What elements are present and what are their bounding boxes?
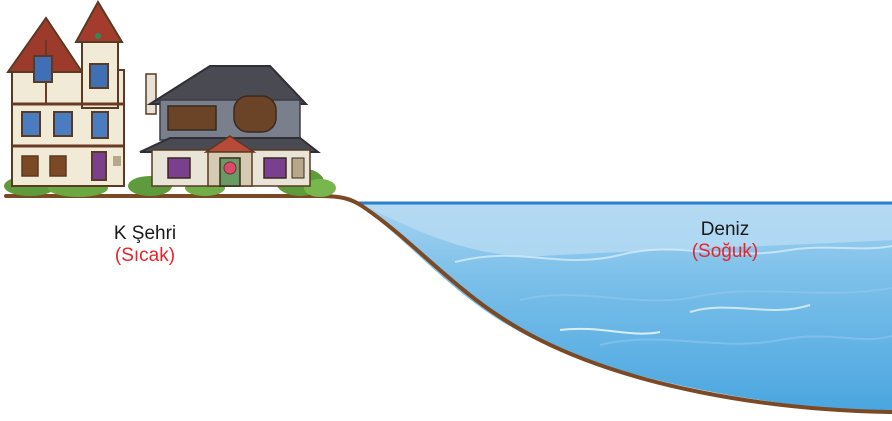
sea-name: Deniz: [640, 219, 810, 241]
wide-house: [140, 66, 318, 186]
tall-house: [8, 2, 124, 186]
sea-label: Deniz (Soğuk): [640, 219, 810, 263]
city-label: K Şehri (Sıcak): [60, 223, 230, 267]
city-name: K Şehri: [60, 223, 230, 245]
sea-temperature: (Soğuk): [640, 241, 810, 263]
city-temperature: (Sıcak): [60, 245, 230, 267]
